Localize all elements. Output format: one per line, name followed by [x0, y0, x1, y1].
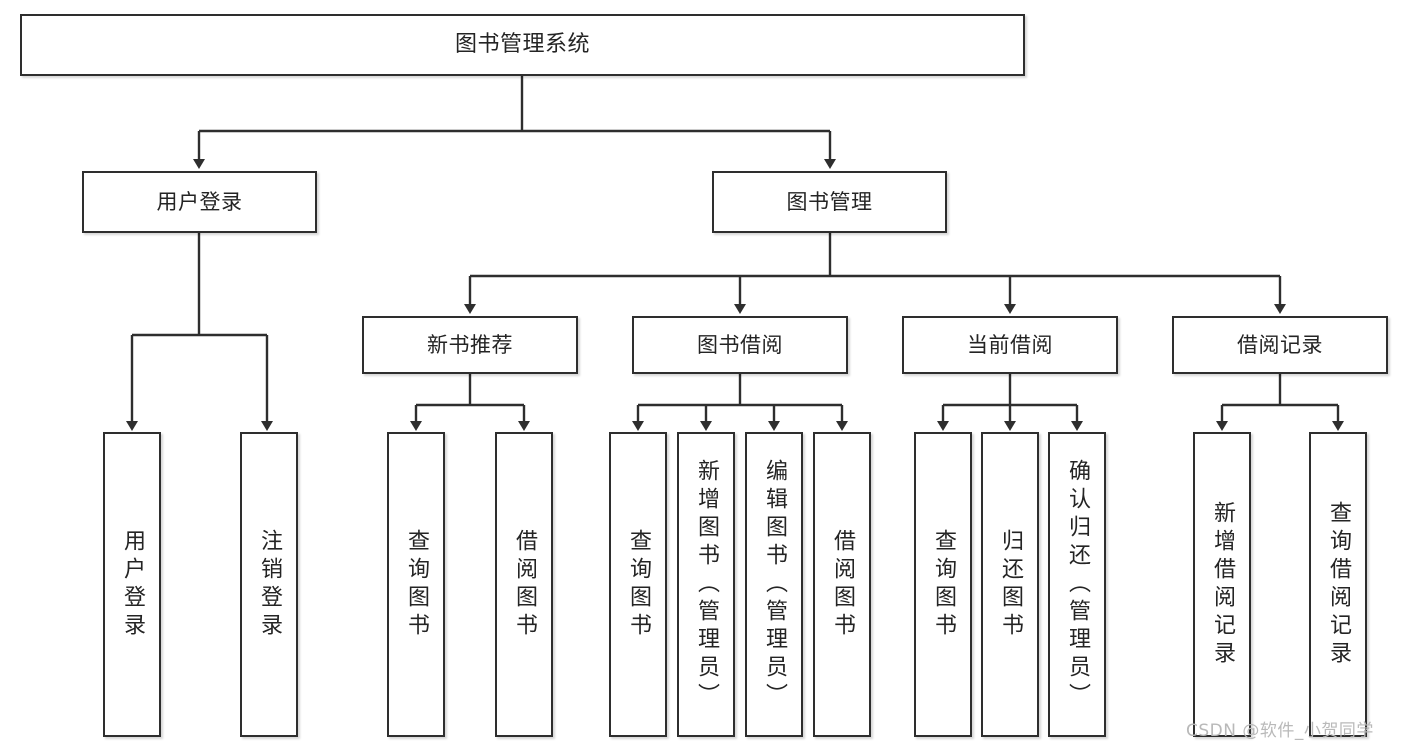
leaf-query-book-borrow[interactable]: 查询图书 [609, 432, 667, 737]
leaf-confirm-return-admin[interactable]: 确认归还（管理员） [1048, 432, 1106, 737]
leaf-borrow-book[interactable]: 借阅图书 [813, 432, 871, 737]
node-root-system[interactable]: 图书管理系统 [20, 14, 1025, 76]
node-label: 查询图书 [626, 528, 651, 641]
node-label: 注销登录 [257, 528, 282, 641]
node-label: 图书管理系统 [454, 32, 590, 58]
leaf-logout[interactable]: 注销登录 [240, 432, 298, 737]
leaf-return-book[interactable]: 归还图书 [981, 432, 1039, 737]
node-label: 图书管理 [786, 189, 873, 214]
node-label: 编辑图书（管理员） [762, 458, 787, 711]
node-label: 归还图书 [998, 528, 1023, 641]
leaf-query-book-recommend[interactable]: 查询图书 [387, 432, 445, 737]
node-label: 查询图书 [931, 528, 956, 641]
node-label: 查询借阅记录 [1326, 500, 1351, 669]
leaf-add-borrow-record[interactable]: 新增借阅记录 [1193, 432, 1251, 737]
leaf-borrow-book-recommend[interactable]: 借阅图书 [495, 432, 553, 737]
node-label: 查询图书 [404, 528, 429, 641]
node-label: 新增借阅记录 [1210, 500, 1235, 669]
node-current-borrow[interactable]: 当前借阅 [902, 316, 1118, 374]
leaf-query-borrow-record[interactable]: 查询借阅记录 [1309, 432, 1367, 737]
node-label: 用户登录 [120, 528, 145, 641]
node-label: 借阅图书 [512, 528, 537, 641]
node-label: 借阅记录 [1237, 332, 1323, 357]
node-label: 新书推荐 [427, 332, 513, 357]
leaf-query-book-current[interactable]: 查询图书 [914, 432, 972, 737]
node-label: 新增图书（管理员） [694, 458, 719, 711]
leaf-user-login[interactable]: 用户登录 [103, 432, 161, 737]
node-label: 当前借阅 [967, 332, 1053, 357]
node-label: 借阅图书 [830, 528, 855, 641]
node-new-book-recommend[interactable]: 新书推荐 [362, 316, 578, 374]
node-borrow-record[interactable]: 借阅记录 [1172, 316, 1388, 374]
node-book-borrow[interactable]: 图书借阅 [632, 316, 848, 374]
node-label: 用户登录 [156, 189, 243, 214]
leaf-add-book-admin[interactable]: 新增图书（管理员） [677, 432, 735, 737]
node-label: 图书借阅 [697, 332, 783, 357]
node-label: 确认归还（管理员） [1065, 458, 1090, 711]
node-book-management[interactable]: 图书管理 [712, 171, 947, 233]
leaf-edit-book-admin[interactable]: 编辑图书（管理员） [745, 432, 803, 737]
node-user-login[interactable]: 用户登录 [82, 171, 317, 233]
watermark: CSDN @软件_小贺同学 [1186, 721, 1374, 741]
